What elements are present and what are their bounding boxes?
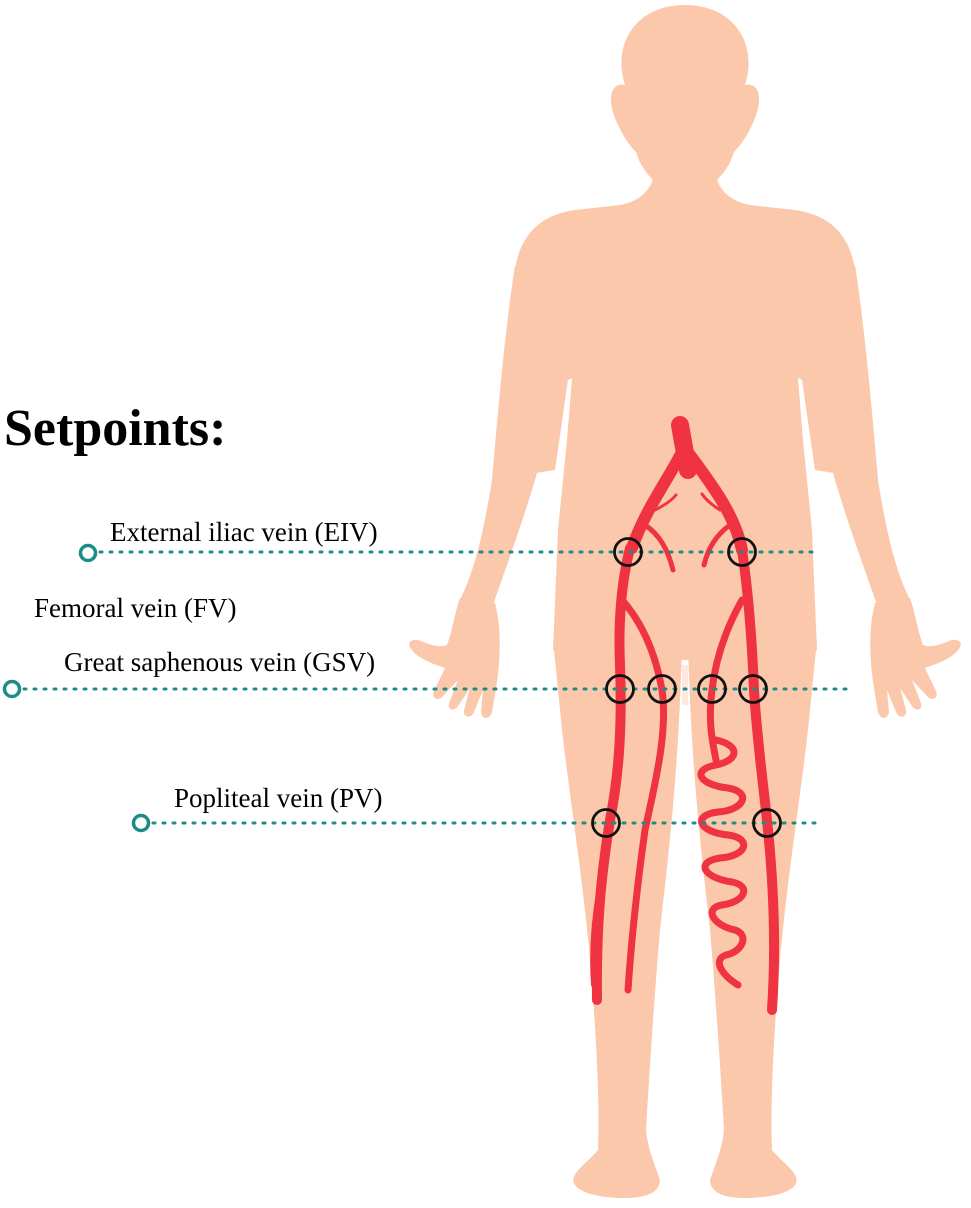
- left-arm: [460, 265, 560, 605]
- body-silhouette: [409, 5, 961, 1198]
- right-internal-iliac-branch: [701, 522, 733, 568]
- setpoint-gsv-left: [647, 674, 677, 704]
- guide-lines: [22, 550, 854, 825]
- left-femoral-vein: [591, 543, 635, 1005]
- varicose-vein: [697, 736, 748, 989]
- right-internal-iliac-twig: [700, 492, 722, 512]
- right-leg: [688, 640, 817, 1198]
- setpoint-pv-left: [591, 808, 621, 838]
- label-eiv: External iliac vein (EIV): [110, 517, 378, 547]
- left-lower-branch: [590, 858, 607, 987]
- line-start-markers: [2, 543, 151, 833]
- eiv-start-marker: [78, 543, 98, 563]
- left-leg: [553, 640, 682, 1198]
- label-fv: Femoral vein (FV): [34, 593, 236, 623]
- setpoint-fv-right: [738, 674, 768, 704]
- vein-network: [590, 416, 780, 1015]
- label-pv: Popliteal vein (PV): [174, 783, 382, 813]
- label-gsv: Great saphenous vein (GSV): [64, 647, 375, 677]
- left-common-iliac-vein: [626, 444, 689, 554]
- leg-gap: [682, 665, 688, 705]
- left-internal-iliac-branch: [642, 522, 676, 573]
- torso: [492, 165, 878, 660]
- right-hand: [870, 598, 961, 718]
- right-femoral-vein: [737, 545, 780, 1015]
- left-hand: [409, 598, 500, 718]
- head: [610, 5, 760, 190]
- setpoint-circles: [591, 537, 782, 838]
- right-great-saphenous-vein: [706, 596, 746, 764]
- pv-start-marker: [131, 813, 151, 833]
- right-arm: [810, 265, 910, 605]
- setpoint-eiv-left: [613, 537, 643, 567]
- setpoint-pv-right: [752, 808, 782, 838]
- left-internal-iliac-twig: [653, 493, 678, 512]
- heading: Setpoints:: [4, 400, 226, 457]
- left-great-saphenous-vein: [618, 596, 668, 994]
- setpoint-fv-left: [605, 674, 635, 704]
- setpoint-eiv-right: [727, 537, 757, 567]
- gsv-start-marker: [2, 679, 22, 699]
- setpoint-gsv-right: [697, 674, 727, 704]
